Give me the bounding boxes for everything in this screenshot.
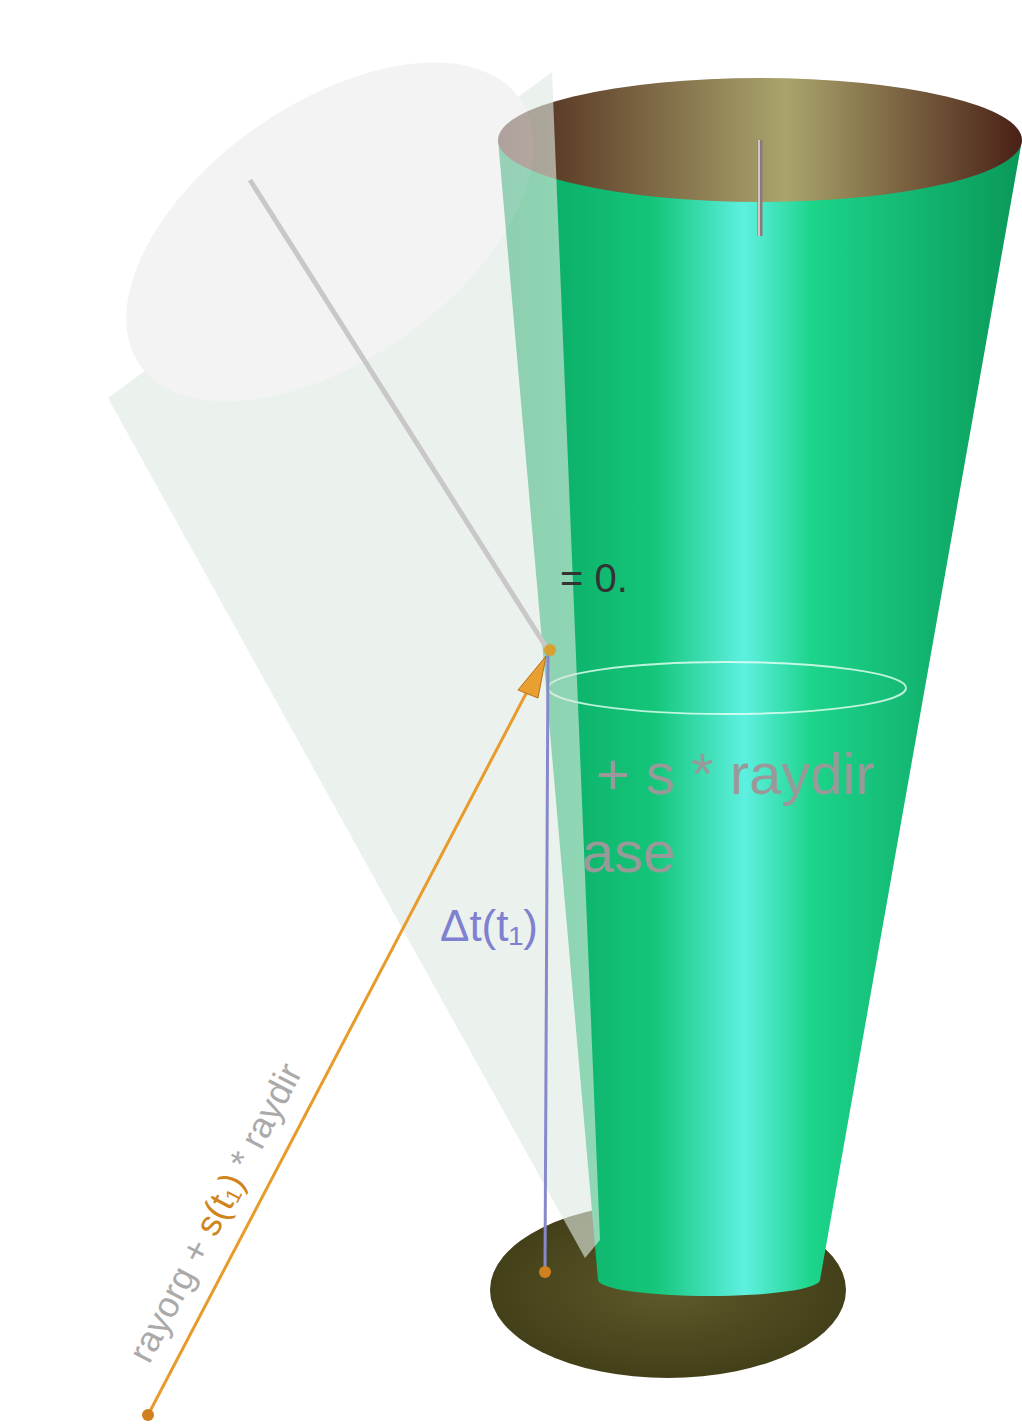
intersection-ring (548, 662, 906, 714)
ray-label: * raydir (221, 1056, 310, 1176)
cone-axis (758, 140, 763, 236)
hit-point (544, 644, 556, 656)
ray-origin (142, 1409, 154, 1421)
equation-fragment: + s * raydir (596, 742, 875, 806)
ray-label-group: rayorg +s(t₁)* raydir (121, 1057, 310, 1369)
foot-point (539, 1266, 551, 1278)
text-fragment: ase (582, 820, 676, 884)
ghost-axis (250, 180, 548, 650)
equation-fragment: = 0. (560, 556, 628, 600)
delta-label: Δt(t₁) (440, 902, 538, 950)
ray-line (148, 686, 530, 1415)
ray-label: rayorg + (121, 1232, 219, 1369)
ray-arrowhead (518, 656, 546, 698)
ghost-cone (67, 0, 600, 1258)
delta-t-line (545, 655, 548, 1270)
